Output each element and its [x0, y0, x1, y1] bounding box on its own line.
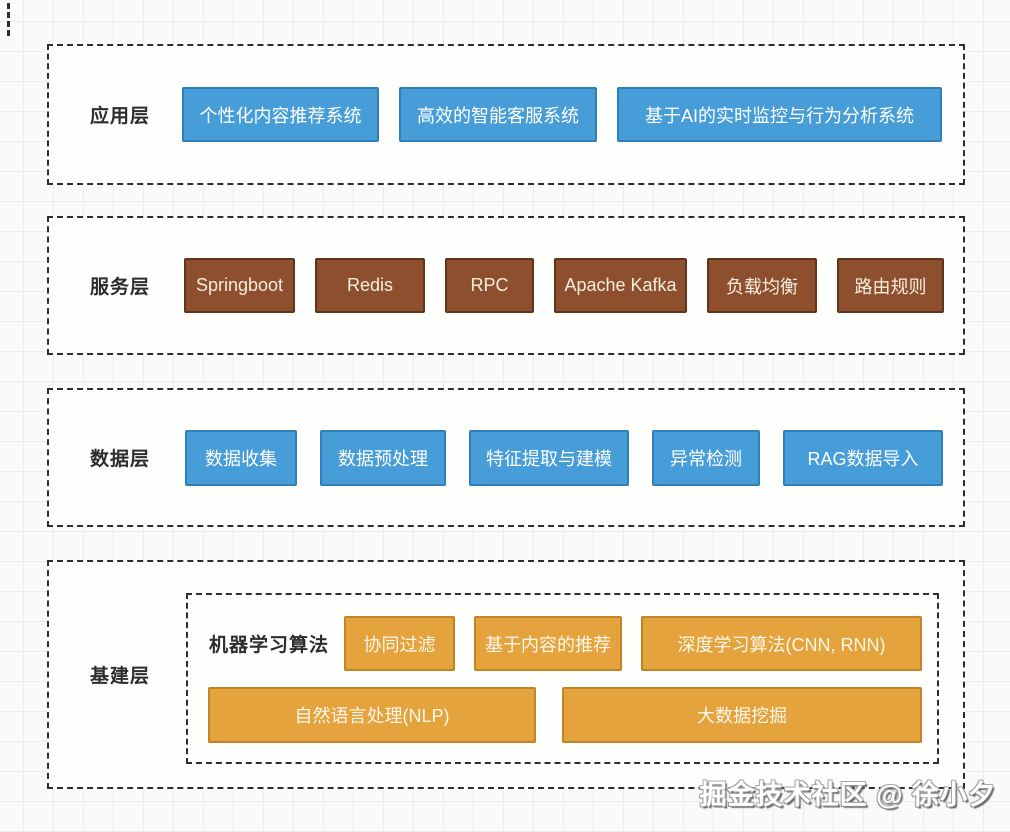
node-load-balancing: 负载均衡 — [707, 258, 817, 313]
layer-service-row: Springboot Redis RPC Apache Kafka 负载均衡 路… — [184, 218, 944, 353]
node-content-based-recommendation: 基于内容的推荐 — [474, 616, 622, 671]
node-apache-kafka: Apache Kafka — [554, 258, 687, 313]
node-data-preprocessing: 数据预处理 — [320, 429, 446, 486]
layer-data-label: 数据层 — [90, 449, 151, 470]
ml-algorithms-group: 机器学习算法 协同过滤 基于内容的推荐 深度学习算法(CNN, RNN) 自然语… — [186, 593, 939, 764]
node-data-collection: 数据收集 — [185, 429, 297, 486]
layer-infrastructure-label: 基建层 — [90, 666, 151, 687]
layer-service-label: 服务层 — [90, 277, 151, 298]
ml-algorithms-row-1: 协同过滤 基于内容的推荐 深度学习算法(CNN, RNN) — [344, 616, 922, 671]
node-personalized-recommendation: 个性化内容推荐系统 — [182, 87, 379, 142]
layer-infrastructure: 基建层 机器学习算法 协同过滤 基于内容的推荐 深度学习算法(CNN, RNN)… — [47, 560, 965, 789]
node-deep-learning-cnn-rnn: 深度学习算法(CNN, RNN) — [641, 616, 922, 671]
node-rpc: RPC — [445, 258, 534, 313]
layer-data: 数据层 数据收集 数据预处理 特征提取与建模 异常检测 RAG数据导入 — [47, 388, 965, 527]
node-springboot: Springboot — [184, 258, 295, 313]
node-ai-monitoring-analysis: 基于AI的实时监控与行为分析系统 — [617, 87, 942, 142]
node-nlp: 自然语言处理(NLP) — [208, 687, 536, 743]
dashed-edge-fragment — [7, 0, 10, 36]
layer-service: 服务层 Springboot Redis RPC Apache Kafka 负载… — [47, 216, 965, 355]
node-redis: Redis — [315, 258, 425, 313]
layer-application-label: 应用层 — [90, 106, 151, 127]
ml-algorithms-row-2: 自然语言处理(NLP) 大数据挖掘 — [208, 687, 922, 743]
node-big-data-mining: 大数据挖掘 — [562, 687, 922, 743]
node-rag-data-import: RAG数据导入 — [783, 429, 943, 486]
node-routing-rules: 路由规则 — [837, 258, 944, 313]
layer-data-row: 数据收集 数据预处理 特征提取与建模 异常检测 RAG数据导入 — [185, 390, 943, 525]
node-feature-extraction-modeling: 特征提取与建模 — [469, 429, 629, 486]
layer-application-row: 个性化内容推荐系统 高效的智能客服系统 基于AI的实时监控与行为分析系统 — [182, 46, 942, 183]
node-collaborative-filtering: 协同过滤 — [344, 616, 455, 671]
watermark: 掘金技术社区 @ 徐小夕 — [699, 780, 996, 810]
node-smart-customer-service: 高效的智能客服系统 — [399, 87, 597, 142]
node-anomaly-detection: 异常检测 — [652, 429, 760, 486]
ml-algorithms-group-label: 机器学习算法 — [209, 635, 330, 656]
layer-application: 应用层 个性化内容推荐系统 高效的智能客服系统 基于AI的实时监控与行为分析系统 — [47, 44, 965, 185]
